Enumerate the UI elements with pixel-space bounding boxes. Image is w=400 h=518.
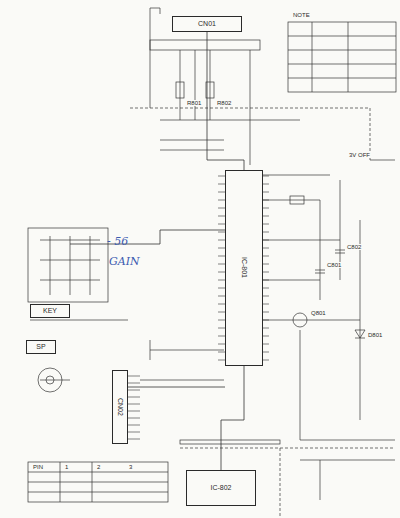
signal-name: 3V OFF xyxy=(348,152,371,158)
capacitor-label: C801 xyxy=(326,262,342,268)
diode-label: D801 xyxy=(367,332,383,338)
table-cell: 1 xyxy=(64,464,69,470)
part-name: SP xyxy=(36,343,45,351)
resistor-label: R801 xyxy=(186,100,202,106)
key-matrix-label: KEY xyxy=(30,304,70,318)
wire xyxy=(221,366,244,470)
table-cell: PIN xyxy=(32,464,44,470)
ic-chip: IC-802 xyxy=(186,470,256,506)
speaker-box: SP xyxy=(26,340,56,354)
part-name: CN02 xyxy=(116,398,124,416)
wire xyxy=(128,387,225,388)
transistor-label: Q801 xyxy=(310,310,327,316)
note-text: NOTE xyxy=(292,12,311,18)
part-name: IC-802 xyxy=(210,484,231,492)
part-name: CN01 xyxy=(198,20,216,28)
part-name: KEY xyxy=(43,307,57,315)
connector-box: CN01 xyxy=(172,16,242,32)
ic-chip: IC-801 xyxy=(225,170,263,366)
resistor-label: R802 xyxy=(216,100,232,106)
part-name: IC-801 xyxy=(240,257,248,278)
capacitor-label: C802 xyxy=(346,244,362,250)
handwritten-note: GAIN xyxy=(108,256,141,267)
connector-box: CN02 xyxy=(112,370,128,444)
table-cell: 3 xyxy=(128,464,133,470)
wire xyxy=(207,32,244,170)
handwritten-note: - 56 xyxy=(106,236,129,247)
wire xyxy=(70,230,225,244)
table-cell: 2 xyxy=(96,464,101,470)
